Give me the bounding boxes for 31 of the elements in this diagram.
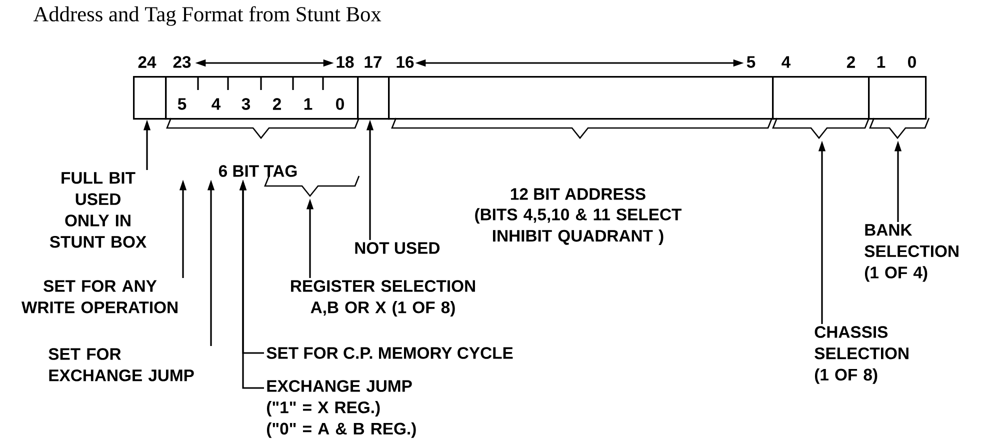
bit-number: 4 bbox=[782, 56, 791, 68]
annotation-text: NOT USED bbox=[355, 242, 440, 254]
field-caption: 12 BIT ADDRESS bbox=[510, 188, 646, 200]
register-field bbox=[357, 76, 390, 120]
tag-bit-number: 0 bbox=[336, 98, 344, 110]
annotation-text: SET FOR ANY WRITE OPERATION bbox=[22, 280, 178, 314]
bit-number: 1 bbox=[877, 56, 886, 68]
tag-bit-number: 3 bbox=[242, 98, 250, 110]
annotation-text: CHASSIS SELECTION (1 OF 8) bbox=[814, 326, 908, 384]
title: Address and Tag Format from Stunt Box bbox=[33, 6, 382, 26]
bit-number: 5 bbox=[746, 56, 756, 68]
tag-bit-number: 2 bbox=[272, 98, 281, 110]
annotation-text: EXCHANGE JUMP ("1" = X REG.) ("0" = A & B REG.) bbox=[266, 380, 416, 438]
tag-bit-number: 1 bbox=[304, 98, 312, 110]
register-field bbox=[133, 76, 167, 120]
bit-number: 17 bbox=[364, 56, 382, 68]
field-caption: 6 BIT TAG bbox=[218, 165, 297, 177]
tag-bit-number: 5 bbox=[178, 98, 186, 110]
bit-number: 2 bbox=[846, 56, 855, 68]
bit-number: 24 bbox=[138, 56, 156, 68]
bit-number: 0 bbox=[908, 56, 916, 68]
bit-number: 23 bbox=[173, 56, 191, 68]
field-caption: (BITS 4,5,10 & 11 SELECT INHIBIT QUADRANT ) bbox=[475, 208, 682, 245]
annotation-text: SET FOR EXCHANGE JUMP bbox=[48, 348, 194, 382]
bit-number: 18 bbox=[336, 56, 354, 68]
annotation-text: REGISTER SELECTION A,B OR X (1 OF 8) bbox=[291, 280, 475, 317]
bit-number: 16 bbox=[396, 56, 414, 68]
annotation-text: FULL BIT USED ONLY IN STUNT BOX bbox=[50, 172, 146, 248]
annotation-text: SET FOR C.P. MEMORY CYCLE bbox=[266, 347, 513, 359]
tag-bit-number: 4 bbox=[212, 98, 221, 110]
annotation-text: BANK SELECTION (1 OF 4) bbox=[864, 224, 958, 282]
